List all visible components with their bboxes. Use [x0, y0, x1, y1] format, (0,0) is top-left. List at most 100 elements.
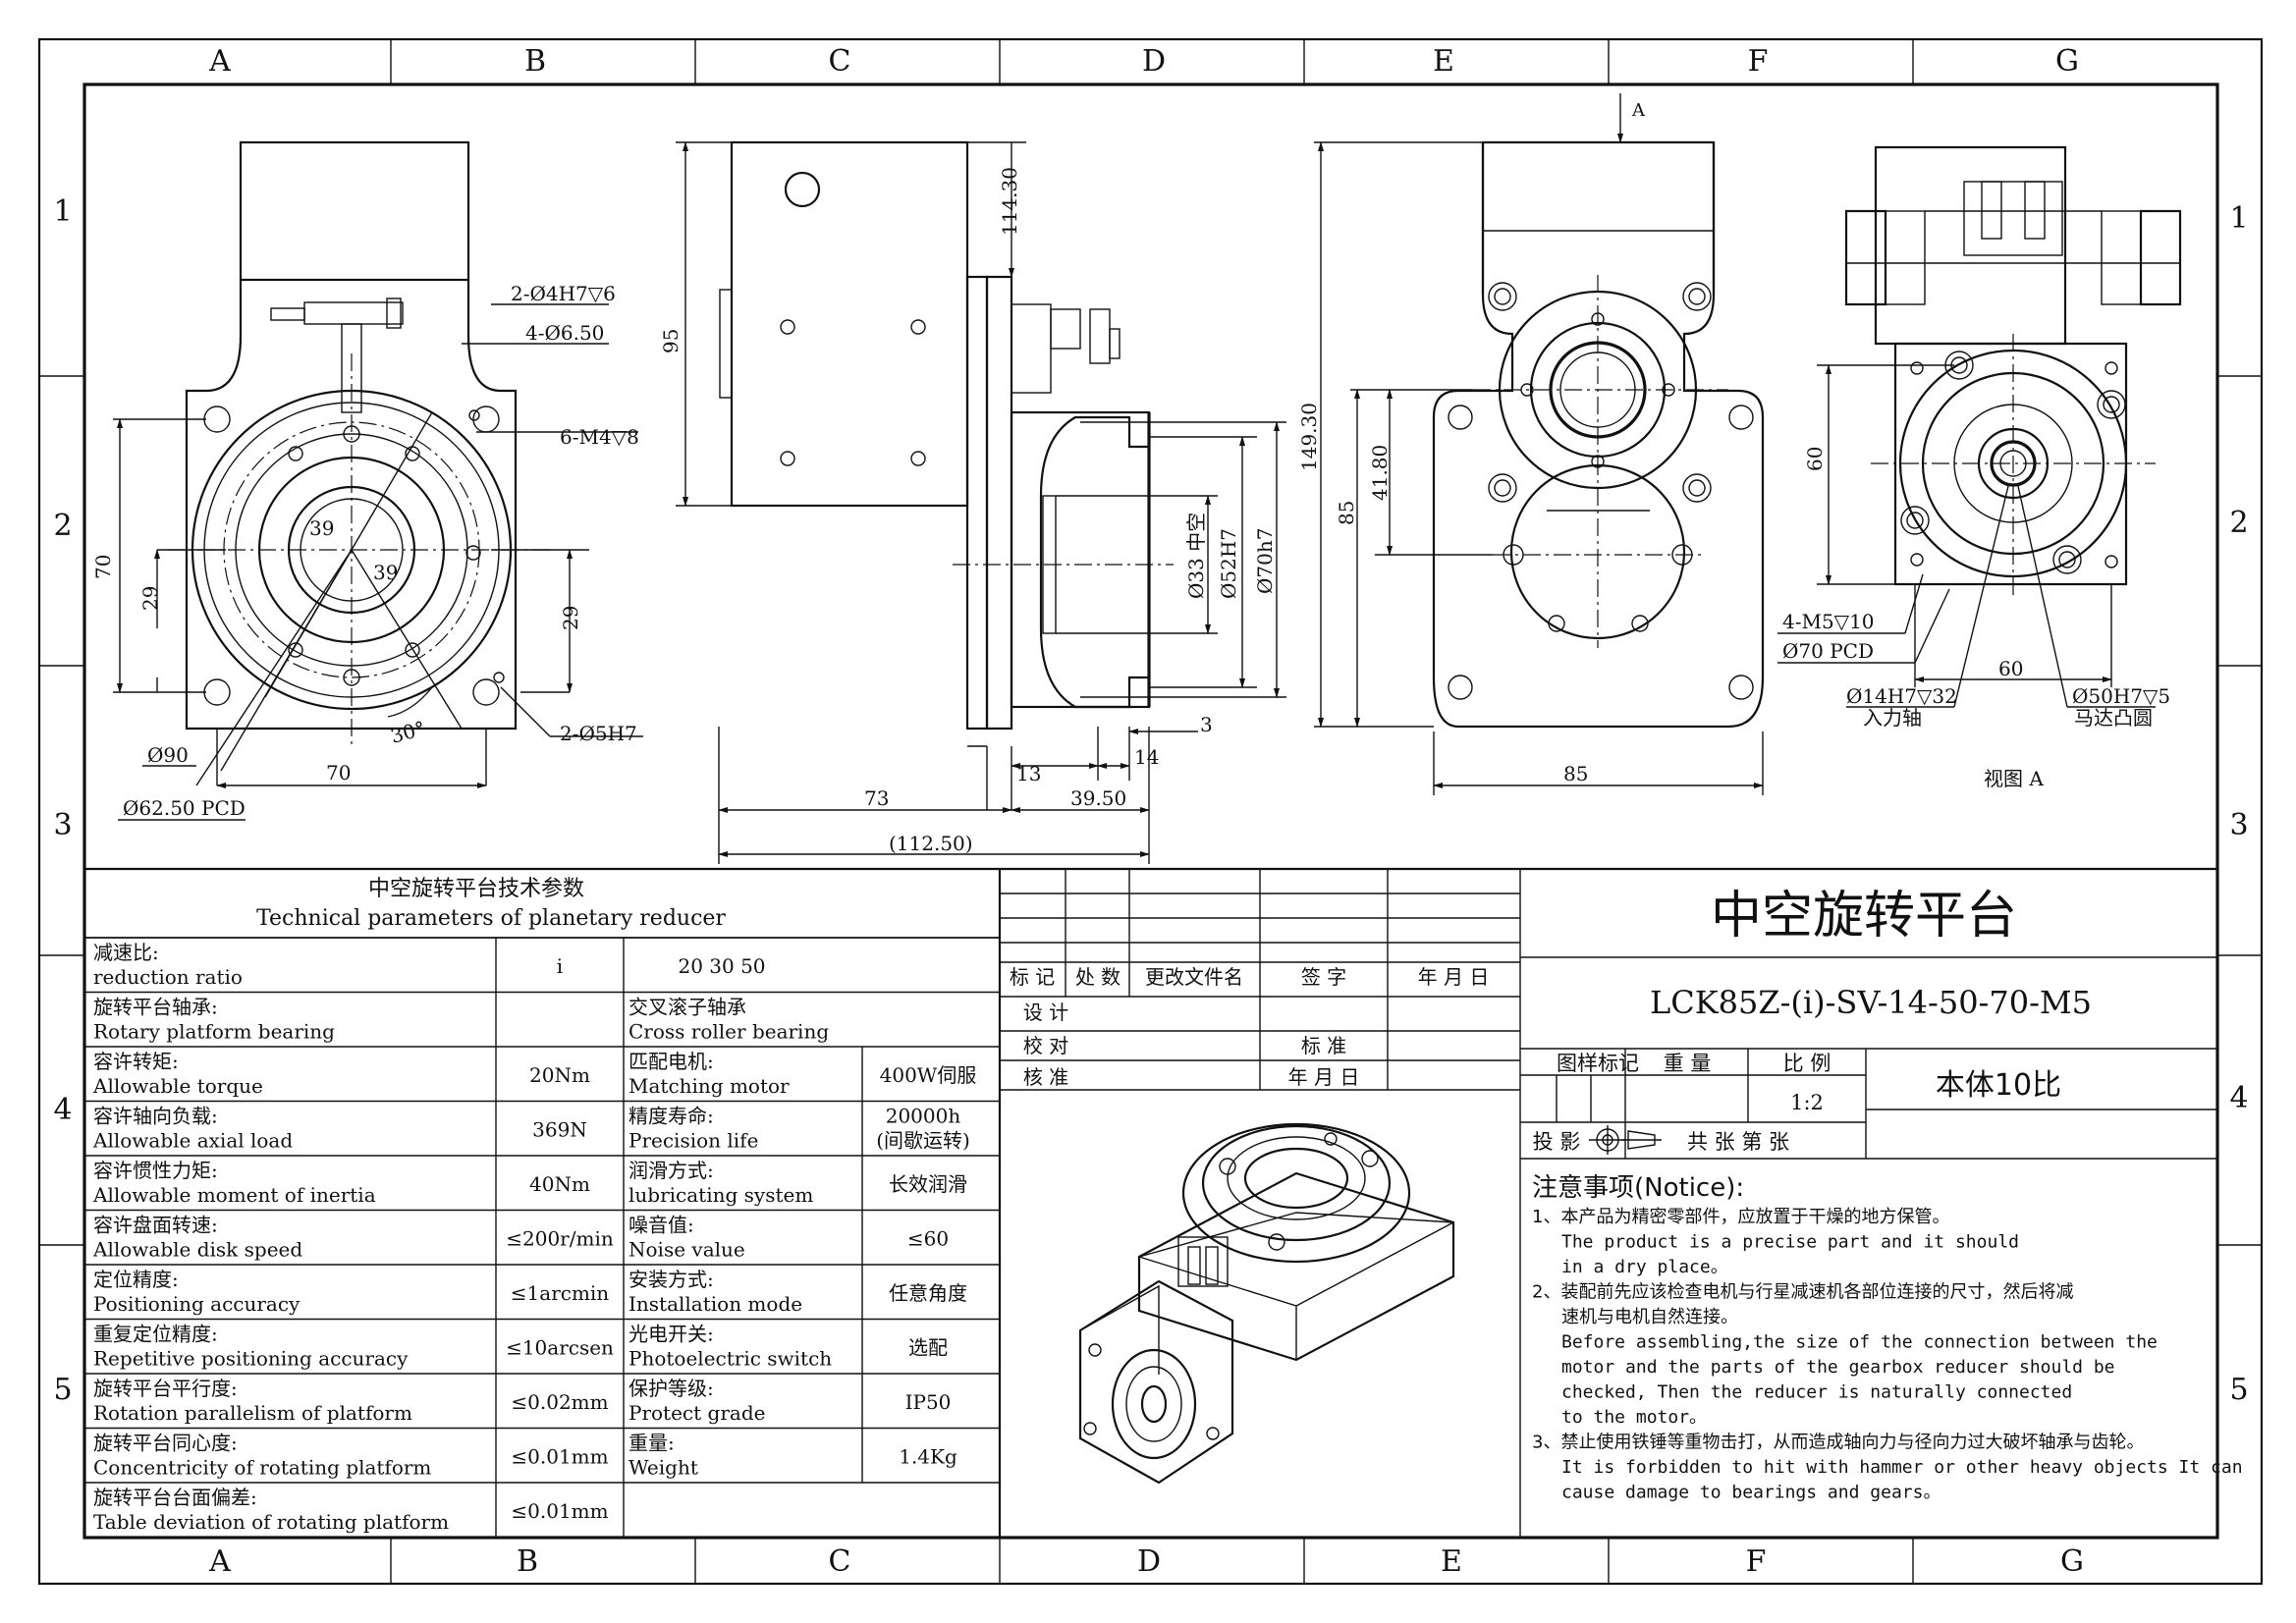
dim-60-horizontal: 60: [1998, 657, 2023, 680]
spec-label-en: Photoelectric switch: [629, 1347, 832, 1371]
spec-label-cn: 光电开关:: [629, 1323, 714, 1346]
spec-value: 长效润滑: [889, 1172, 967, 1196]
spec-label-cn: 重量:: [629, 1432, 675, 1455]
label-weight: 重 量: [1664, 1052, 1712, 1075]
rev-header-file: 更改文件名: [1145, 965, 1243, 989]
zone-col-b-bottom: B: [517, 1544, 538, 1579]
dim-holes-m4: 6-M4▽8: [560, 425, 639, 449]
view-a-title: 视图 A: [1984, 767, 2044, 790]
dim-39-50: 39.50: [1070, 786, 1126, 810]
spec-value: 40Nm: [529, 1172, 590, 1196]
spec-label-en: Installation mode: [629, 1292, 802, 1316]
spec-label-en: Rotation parallelism of platform: [93, 1401, 412, 1425]
spec-value: (间歇运转): [876, 1129, 970, 1153]
zone-col-d-bottom: D: [1137, 1544, 1161, 1579]
zone-col-g-bottom: G: [2060, 1544, 2084, 1579]
dim-85-vertical: 85: [1335, 501, 1358, 525]
zone-col-c-bottom: C: [829, 1544, 851, 1579]
spec-label-en: Protect grade: [629, 1401, 765, 1425]
spec-value: IP50: [905, 1390, 952, 1414]
dim-boss-50h7: Ø50H7▽5: [2072, 684, 2170, 708]
spec-label-en: reduction ratio: [93, 965, 243, 989]
view-a: 60 4-M5▽10 Ø70 PCD Ø14H7▽32 入力轴 60 Ø50H7…: [1777, 145, 2182, 790]
spec-label-cn: 旋转平台台面偏差:: [93, 1486, 257, 1509]
spec-label-en: Concentricity of rotating platform: [93, 1456, 431, 1480]
spec-label-en: Repetitive positioning accuracy: [93, 1347, 409, 1371]
dim-73: 73: [864, 786, 889, 810]
dim-pcd-70: Ø70 PCD: [1782, 639, 1874, 663]
label-projection: 投 影: [1533, 1130, 1581, 1154]
dim-29-right: 29: [559, 606, 582, 630]
dim-41-80: 41.80: [1368, 445, 1392, 501]
photo-switch-bracket: [270, 298, 404, 413]
dim-112-50: (112.50): [889, 832, 973, 855]
spec-label-cn: 匹配电机:: [629, 1050, 714, 1073]
notice-line: in a dry place。: [1561, 1257, 1728, 1277]
rear-view: A 149.30 85 41.80 85: [1297, 93, 1765, 795]
notice-line: motor and the parts of the gearbox reduc…: [1561, 1357, 2115, 1378]
label-sheets: 共 张 第 张: [1687, 1130, 1789, 1154]
spec-value: i: [557, 954, 563, 978]
model-number: LCK85Z-(i)-SV-14-50-70-M5: [1650, 984, 2092, 1021]
spec-value: 任意角度: [889, 1281, 967, 1305]
notice-line: Before assembling,the size of the connec…: [1561, 1332, 2158, 1353]
notice-line: cause damage to bearings and gears。: [1561, 1483, 1941, 1503]
zone-row-2: 2: [53, 509, 72, 543]
zone-col-c: C: [829, 44, 851, 79]
spec-label-cn: 容许盘面转速:: [93, 1214, 218, 1237]
spec-label-cn: 噪音值:: [629, 1214, 694, 1237]
spec-label-cn: 精度寿命:: [629, 1105, 714, 1128]
zone-row-3: 3: [53, 808, 72, 842]
notice-line: 1、本产品为精密零部件，应放置于干燥的地方保管。: [1532, 1207, 1949, 1227]
spec-value: ≤60: [907, 1227, 949, 1251]
spec-value: 20Nm: [529, 1063, 590, 1087]
spec-label-cn: 减速比:: [93, 941, 159, 964]
zone-row-1: 1: [53, 194, 72, 229]
spec-label-en: Allowable axial load: [92, 1129, 293, 1153]
dim-149-30: 149.30: [1297, 403, 1321, 471]
dim-angle-30: 30°: [388, 716, 427, 747]
title-block: 中空旋转平台 LCK85Z-(i)-SV-14-50-70-M5 图样标记 重 …: [1520, 887, 2217, 1160]
spec-label-en: Table deviation of rotating platform: [93, 1510, 449, 1534]
spec-value: 20 30 50: [678, 954, 765, 978]
rev-check: 校 对: [1023, 1034, 1068, 1057]
dim-13: 13: [1016, 762, 1041, 785]
spec-title-cn: 中空旋转平台技术参数: [368, 877, 584, 901]
rev-design: 设 计: [1023, 1001, 1068, 1024]
spec-value: ≤0.01mm: [511, 1445, 608, 1469]
rev-header-sign: 签 字: [1301, 965, 1346, 989]
dim-95: 95: [659, 329, 683, 353]
spec-value: ≤0.02mm: [511, 1390, 608, 1414]
rev-header-date: 年 月 日: [1418, 965, 1490, 989]
spec-label-cn: 容许惯性力矩:: [93, 1159, 218, 1182]
spec-label-en: Noise value: [629, 1238, 745, 1262]
notice-line: 2、装配前先应该检查电机与行星减速机各部位连接的尺寸，然后将减: [1532, 1282, 2073, 1303]
label-motor-boss: 马达凸圆: [2074, 706, 2153, 730]
spec-label-cn: 安装方式:: [629, 1268, 714, 1291]
dim-d70h7: Ø70h7: [1253, 528, 1277, 594]
spec-label-en: Allowable disk speed: [92, 1238, 302, 1262]
spec-label-en: Cross roller bearing: [629, 1020, 829, 1044]
zone-col-a-bottom: A: [208, 1544, 231, 1579]
spec-label-cn: 重复定位精度:: [93, 1323, 218, 1346]
zone-col-d: D: [1142, 44, 1166, 79]
label-input-shaft: 入力轴: [1863, 706, 1922, 730]
zone-col-b: B: [524, 44, 546, 79]
spec-value: 20000h: [886, 1105, 961, 1128]
spec-label-cn: 容许转矩:: [93, 1050, 179, 1073]
rev-header-count: 处 数: [1075, 965, 1121, 989]
dim-14: 14: [1134, 745, 1159, 769]
spec-label-cn: 旋转平台同心度:: [93, 1432, 238, 1455]
spec-label-en: Rotary platform bearing: [93, 1020, 335, 1044]
zone-row-3-right: 3: [2229, 808, 2248, 842]
spec-label-cn: 定位精度:: [93, 1268, 179, 1291]
notice-line: 3、禁止使用铁锤等重物击打，从而造成轴向力与径向力过大破坏轴承与齿轮。: [1532, 1433, 2144, 1453]
dim-60-vertical: 60: [1803, 447, 1827, 471]
spec-label-en: Positioning accuracy: [93, 1292, 301, 1316]
dim-m5-holes: 4-M5▽10: [1782, 610, 1875, 633]
dim-39-b: 39: [373, 561, 398, 584]
isometric-view: [1078, 1122, 1455, 1485]
spec-value: ≤10arcsen: [506, 1336, 614, 1360]
zone-col-g: G: [2055, 44, 2079, 79]
